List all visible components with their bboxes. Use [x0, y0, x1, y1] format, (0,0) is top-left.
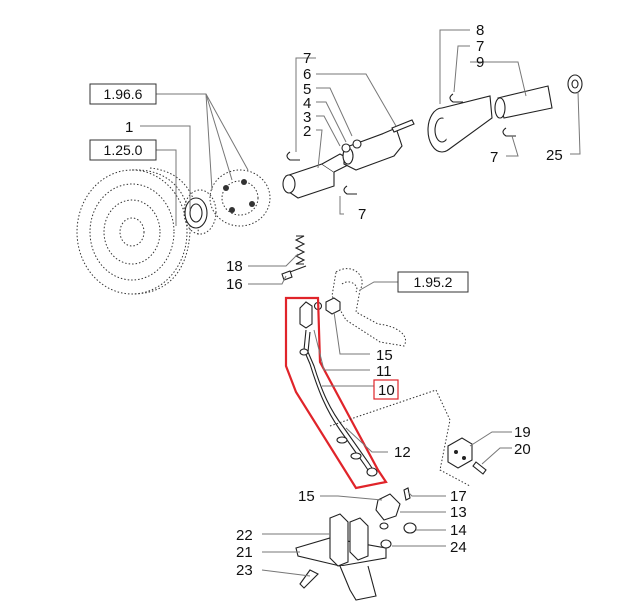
reference-box-1-96-6[interactable]: 1.96.6 — [89, 83, 157, 105]
callout-10-highlight-box — [373, 379, 399, 400]
callout-12[interactable]: 12 — [394, 444, 411, 461]
callout-15[interactable]: 15 — [376, 347, 393, 364]
pin-6 — [391, 119, 415, 133]
bracket-19 — [447, 437, 473, 469]
callout-17[interactable]: 17 — [450, 488, 467, 505]
callout-19[interactable]: 19 — [514, 424, 531, 441]
bolt-16 — [281, 265, 307, 281]
callout-22[interactable]: 22 — [236, 527, 253, 544]
cam-13 — [375, 487, 411, 521]
callout-14[interactable]: 14 — [450, 522, 467, 539]
release-sleeve — [282, 153, 356, 199]
reference-box-1-25-0[interactable]: 1.25.0 — [89, 139, 157, 161]
callout-2[interactable]: 2 — [303, 123, 311, 140]
reference-label: 1.96.6 — [104, 86, 143, 102]
washers-14-24 — [379, 522, 417, 549]
callout-20[interactable]: 20 — [514, 441, 531, 458]
small-rings-3-4 — [341, 139, 362, 153]
leader-lines — [140, 29, 581, 577]
highlight-outline — [284, 296, 388, 490]
callout-9[interactable]: 9 — [476, 54, 484, 71]
callout-1[interactable]: 1 — [125, 119, 133, 136]
reference-box-1-95-2[interactable]: 1.95.2 — [397, 271, 469, 293]
retaining-clips — [286, 93, 516, 195]
callout-7[interactable]: 7 — [490, 149, 498, 166]
callout-24[interactable]: 24 — [450, 539, 467, 556]
fork-shaft-right — [427, 74, 583, 153]
callout-5[interactable]: 5 — [303, 81, 311, 98]
callout-4[interactable]: 4 — [303, 95, 311, 112]
callout-7[interactable]: 7 — [476, 38, 484, 55]
callout-18[interactable]: 18 — [226, 258, 243, 275]
pressure-plate — [209, 169, 271, 227]
reference-label: 1.25.0 — [104, 142, 143, 158]
callout-25[interactable]: 25 — [546, 147, 563, 164]
flywheel-assembly — [76, 167, 199, 295]
callout-23[interactable]: 23 — [236, 562, 253, 579]
callout-16[interactable]: 16 — [226, 276, 243, 293]
callout-21[interactable]: 21 — [236, 544, 253, 561]
callout-7[interactable]: 7 — [358, 206, 366, 223]
guide-tube — [342, 127, 403, 171]
clutch-cable-10 — [299, 301, 378, 477]
spring-18 — [294, 235, 306, 265]
pedal-bracket — [331, 268, 406, 347]
callout-6[interactable]: 6 — [303, 66, 311, 83]
clutch-disc — [183, 189, 217, 235]
dashed-frame — [329, 389, 471, 487]
release-fork-lower — [295, 513, 387, 601]
reference-label: 1.95.2 — [414, 274, 453, 290]
callout-3[interactable]: 3 — [303, 109, 311, 126]
callout-15[interactable]: 15 — [298, 488, 315, 505]
callout-labels: 1 7 6 5 4 3 2 7 8 7 9 7 25 18 16 15 11 1… — [125, 22, 563, 579]
callout-8[interactable]: 8 — [476, 22, 484, 39]
callout-13[interactable]: 13 — [450, 504, 467, 521]
callout-10[interactable]: 10 — [378, 382, 395, 399]
callout-11[interactable]: 11 — [376, 363, 392, 380]
callout-7[interactable]: 7 — [303, 50, 311, 67]
bolt-20 — [472, 461, 487, 475]
